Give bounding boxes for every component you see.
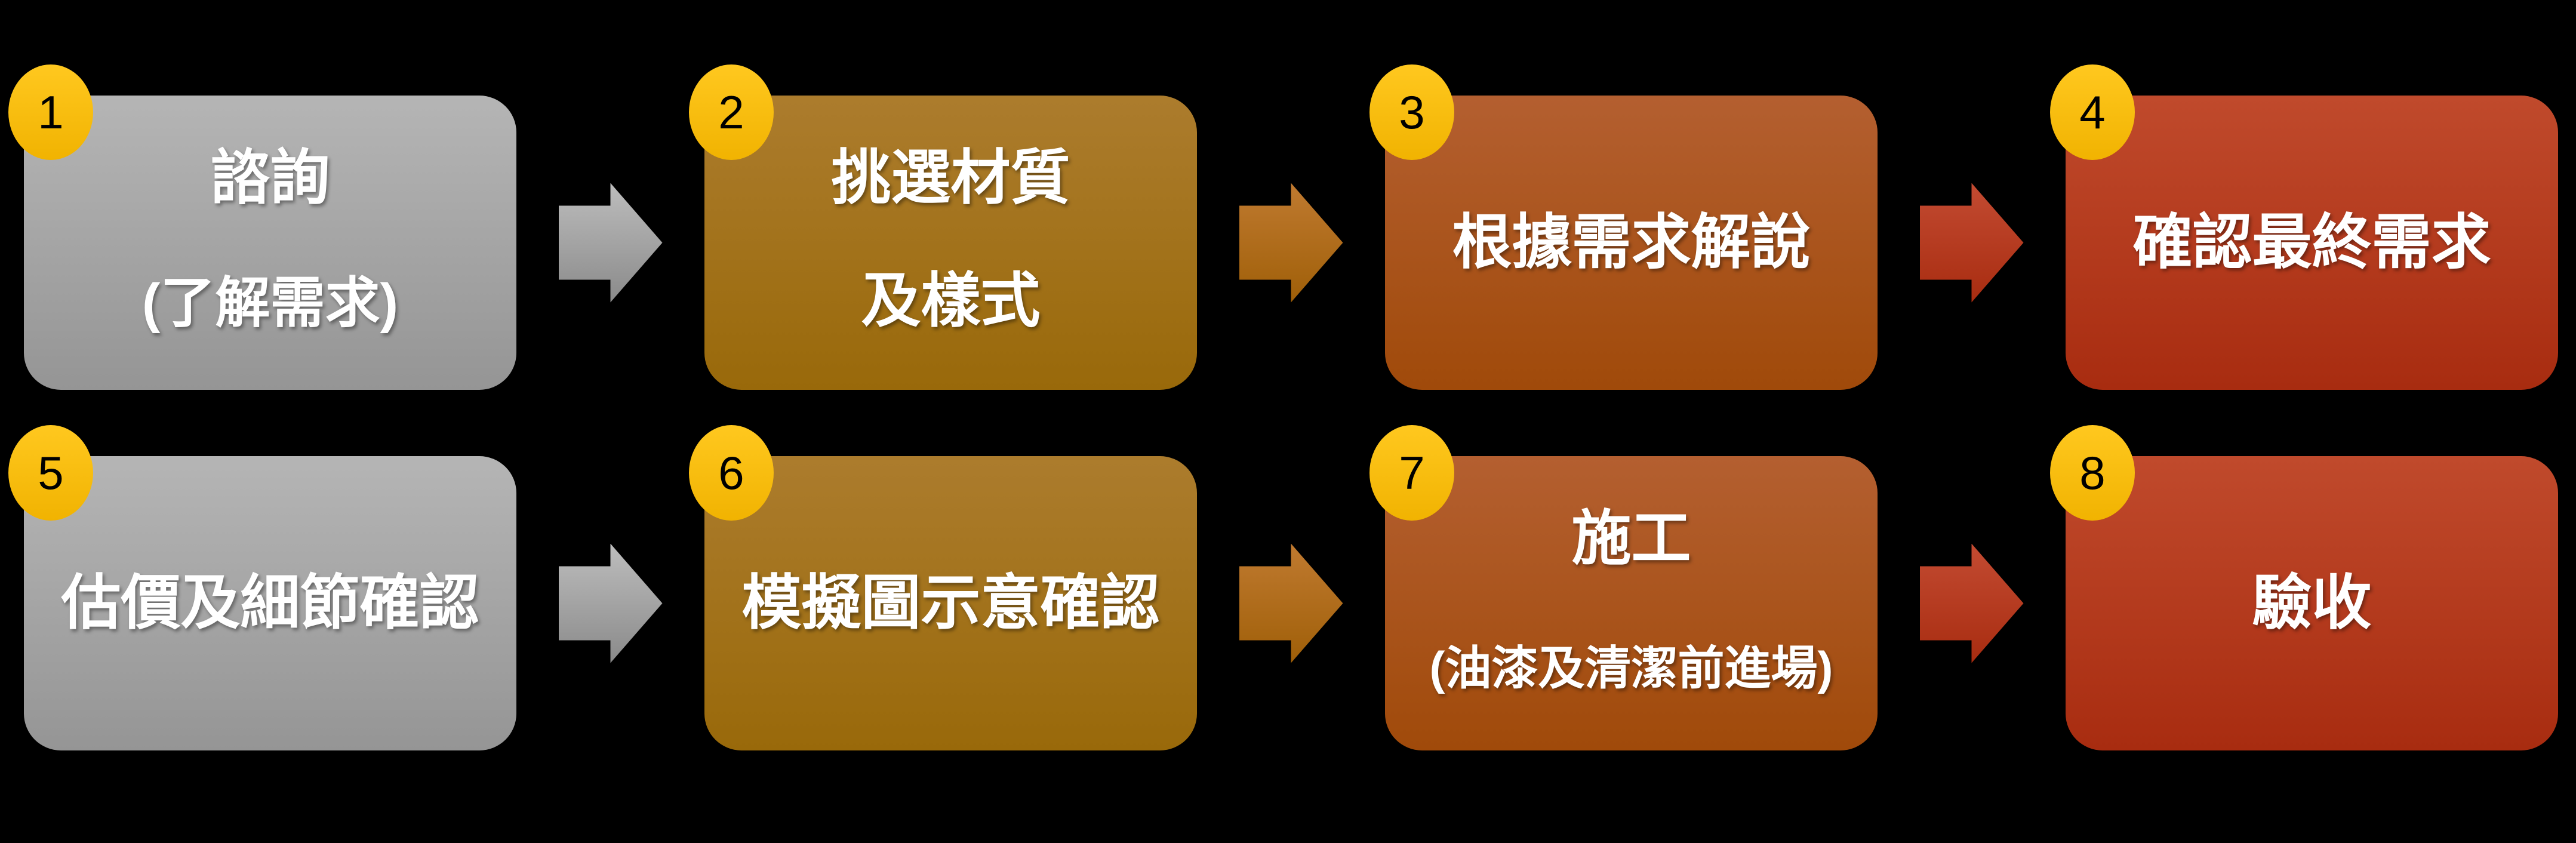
arrow-gap-7-8: [1878, 456, 2066, 750]
step-2-title: 挑選材質: [831, 144, 1070, 211]
step-2-label: 挑選材質 及樣式: [704, 96, 1197, 390]
step-4-number: 4: [2079, 86, 2106, 139]
step-7-label: 施工 (油漆及清潔前進場): [1385, 456, 1878, 750]
flow-step-2-box: 2 挑選材質 及樣式: [689, 64, 1197, 390]
flow-step-5-box: 5 估價及細節確認: [8, 425, 516, 750]
arrow-gap-3-4: [1878, 96, 2066, 390]
arrow-gap-5-6: [516, 456, 704, 750]
step-8-number-badge: 8: [2050, 425, 2135, 521]
step-1-subtitle: (了解需求): [141, 273, 399, 334]
arrow-gap-1-2: [516, 96, 704, 390]
step-1-number: 1: [38, 86, 64, 139]
step-2-number: 2: [718, 86, 744, 139]
right-arrow-icon: [1919, 543, 2024, 663]
flow-step-8-box: 8 驗收: [2050, 425, 2558, 750]
flow-step-1-box: 1 諮詢 (了解需求): [8, 64, 516, 390]
arrow-gap-6-7: [1197, 456, 1385, 750]
step-4-label: 確認最終需求: [2066, 96, 2558, 390]
step-8-number: 8: [2079, 447, 2106, 499]
step-6-label: 模擬圖示意確認: [704, 456, 1197, 750]
right-arrow-icon: [558, 543, 663, 663]
step-2-number-badge: 2: [689, 64, 774, 160]
right-arrow-icon: [1239, 543, 1343, 663]
step-7-number-badge: 7: [1369, 425, 1454, 521]
step-7-title: 施工: [1571, 505, 1691, 572]
right-arrow-icon: [1239, 183, 1343, 303]
step-7-number: 7: [1399, 447, 1425, 499]
flow-step-6-box: 6 模擬圖示意確認: [689, 425, 1197, 750]
step-4-number-badge: 4: [2050, 64, 2135, 160]
arrow-gap-2-3: [1197, 96, 1385, 390]
step-3-number: 3: [1399, 86, 1425, 139]
step-3-number-badge: 3: [1369, 64, 1454, 160]
step-1-title: 諮詢: [210, 144, 330, 211]
step-1-number-badge: 1: [8, 64, 93, 160]
step-2-subtitle: 及樣式: [861, 267, 1041, 334]
step-8-title: 驗收: [2252, 570, 2372, 636]
step-6-number-badge: 6: [689, 425, 774, 521]
flow-row-top: 1 諮詢 (了解需求) 2 挑選材質 及樣式 3: [8, 64, 2558, 390]
right-arrow-icon: [558, 183, 663, 303]
step-1-label: 諮詢 (了解需求): [24, 96, 516, 390]
step-5-number: 5: [38, 447, 64, 499]
step-5-title: 估價及細節確認: [61, 570, 479, 636]
step-6-title: 模擬圖示意確認: [741, 570, 1160, 636]
flow-step-7-box: 7 施工 (油漆及清潔前進場): [1369, 425, 1878, 750]
flow-step-3-box: 3 根據需求解說: [1369, 64, 1878, 390]
step-4-title: 確認最終需求: [2132, 209, 2491, 276]
flow-row-bottom: 5 估價及細節確認 6 模擬圖示意確認 7 施工: [8, 425, 2558, 750]
step-3-label: 根據需求解說: [1385, 96, 1878, 390]
flow-step-4-box: 4 確認最終需求: [2050, 64, 2558, 390]
step-3-title: 根據需求解說: [1452, 209, 1811, 276]
step-5-label: 估價及細節確認: [24, 456, 516, 750]
right-arrow-icon: [1919, 183, 2024, 303]
step-6-number: 6: [718, 447, 744, 499]
step-5-number-badge: 5: [8, 425, 93, 521]
step-8-label: 驗收: [2066, 456, 2558, 750]
step-7-subtitle: (油漆及清潔前進場): [1429, 642, 1833, 695]
